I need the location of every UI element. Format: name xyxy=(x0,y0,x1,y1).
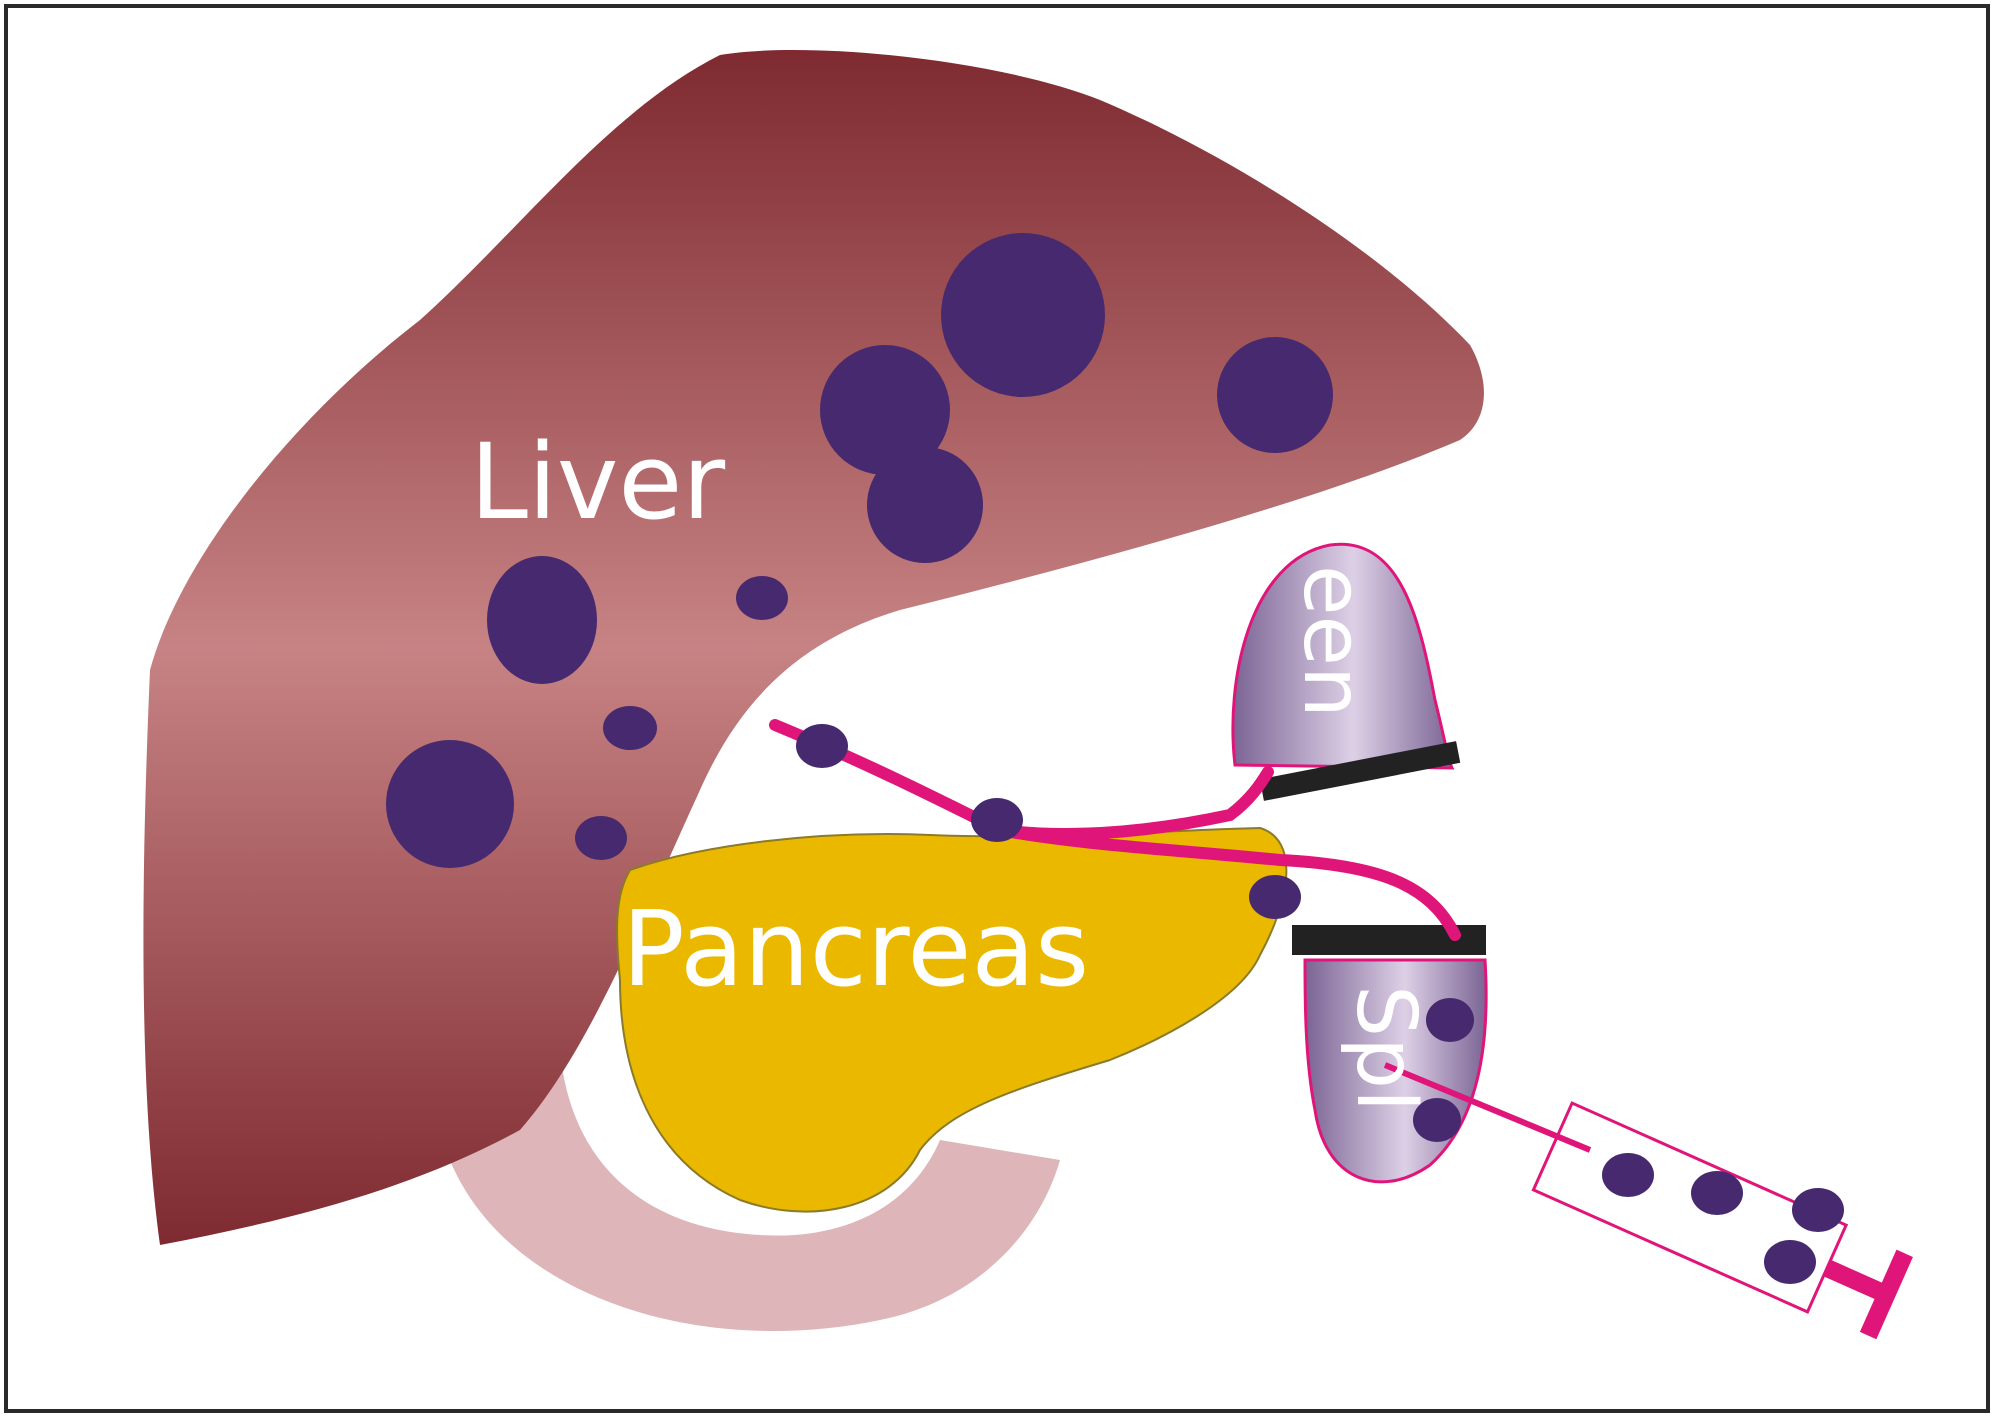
metastasis-dot xyxy=(386,740,514,868)
liver xyxy=(143,50,1484,1245)
metastasis-dot xyxy=(1691,1171,1743,1215)
clamp-icon xyxy=(1259,741,1461,801)
metastases xyxy=(386,233,1844,1284)
pancreas-label: Pancreas xyxy=(622,888,1089,1010)
metastasis-dot xyxy=(1792,1188,1844,1232)
metastasis-dot xyxy=(796,724,848,768)
duodenum xyxy=(440,1050,1060,1332)
metastasis-dot xyxy=(575,816,627,860)
vessel-branch xyxy=(994,824,1461,941)
metastasis-dot xyxy=(867,447,983,563)
metastasis-dot xyxy=(971,798,1023,842)
injection-line xyxy=(1383,1062,1592,1153)
metastasis-dot xyxy=(736,576,788,620)
spleen-label-upper: een xyxy=(1285,565,1380,718)
metastasis-dot xyxy=(1426,998,1474,1042)
metastasis-dot xyxy=(487,556,597,684)
liver-label: Liver xyxy=(470,421,725,543)
metastasis-dot xyxy=(1217,337,1333,453)
metastasis-dot xyxy=(1602,1153,1654,1197)
pancreas xyxy=(616,826,1288,1213)
metastasis-dot xyxy=(603,706,657,750)
syringe-icon xyxy=(1531,1101,1913,1340)
metastasis-dot xyxy=(1413,1098,1461,1142)
metastasis-dot xyxy=(941,233,1105,397)
metastasis-dot xyxy=(1764,1240,1816,1284)
metastasis-dot xyxy=(1249,875,1301,919)
spleen-upper xyxy=(1231,542,1455,770)
metastasis-dot xyxy=(820,345,950,475)
spleen-label-lower: Spl xyxy=(1338,985,1433,1112)
